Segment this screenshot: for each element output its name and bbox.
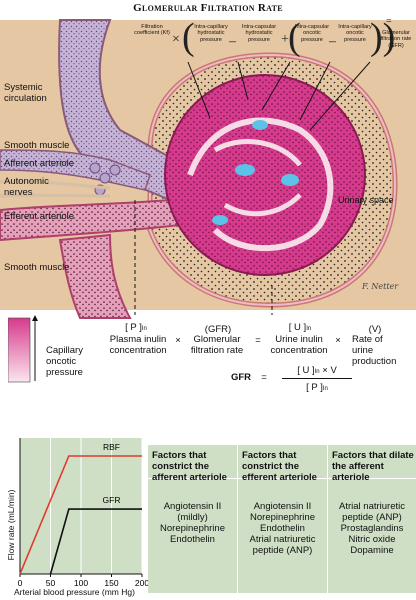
x-tick-label: 200 — [135, 578, 149, 588]
afferent-arteriole-label: Afferent arteriole — [4, 158, 75, 169]
table-column-afferent-constrict: Factors that constrict the afferent arte… — [148, 445, 238, 593]
oncotic-scale-bar — [8, 315, 38, 383]
x-tick-label: 50 — [46, 578, 56, 588]
chart-y-axis-label: Flow rate (mL/min) — [6, 489, 16, 561]
intracapsular-oncotic-label: Intra-capsular oncotic pressure — [294, 24, 330, 43]
intracapillary-oncotic-label: Intra-capillary oncotic pressure — [338, 24, 372, 43]
plus-sign: + — [281, 32, 289, 47]
oncotic-scale-label: Capillary oncotic pressure — [46, 345, 83, 378]
table-header: Factors that constrict the efferent arte… — [238, 445, 327, 483]
minus-sign: – — [229, 34, 236, 49]
chart-grid — [50, 438, 143, 574]
gfr-formula-label: GFR — [230, 372, 252, 383]
gfr-text: Glomerular filtration rate — [190, 334, 244, 356]
plasma-inulin-symbol: [ P ]In — [125, 322, 147, 333]
times-sign: × — [172, 32, 180, 47]
gfr-formula-denominator: [ P ]In — [306, 382, 328, 393]
intracapsular-hydrostatic-label: Intra-capsular hydrostatic pressure — [241, 24, 277, 43]
series-label-rbf: RBF — [103, 442, 120, 452]
systemic-circulation-label: Systemic circulation — [4, 82, 47, 104]
equals-sign: = — [386, 16, 392, 27]
factors-table: Factors that constrict the afferent arte… — [148, 445, 416, 593]
table-header: Factors that dilate the afferent arterio… — [328, 445, 416, 483]
flow-rate-chart: RBF GFR 0 50 100 150 200 — [18, 438, 149, 588]
plasma-inulin-text: Plasma inulin concentration — [109, 334, 167, 356]
bracket-close: )) — [370, 16, 396, 58]
gfr-formula-numerator: [ U ]In × V — [297, 365, 337, 376]
series-line-gfr — [49, 508, 142, 575]
x-tick-label: 150 — [104, 578, 118, 588]
fraction-bar — [282, 378, 352, 379]
x-tick-label: 100 — [74, 578, 88, 588]
gfr-formula-equals: = — [261, 372, 267, 383]
minus-sign-2: – — [329, 34, 336, 49]
v-symbol: (V) — [368, 324, 382, 335]
bracket-open-2: ( — [288, 16, 301, 58]
autonomic-nerves-label: Autonomic nerves — [4, 176, 49, 198]
chart-x-axis-label: Arterial blood pressure (mm Hg) — [14, 587, 135, 597]
gfr-symbol: (GFR) — [204, 324, 232, 335]
urinary-space-label: Urinary space — [338, 195, 394, 205]
smooth-muscle-bottom-label: Smooth muscle — [4, 262, 70, 273]
urine-inulin-text: Urine inulin concentration — [270, 334, 328, 356]
times-sign-2: × — [335, 335, 341, 346]
smooth-muscle-top-label: Smooth muscle — [4, 140, 70, 151]
glomerulus-illustration — [0, 19, 416, 319]
filtration-coefficient-label: Filtration coefficient (Kf) — [134, 24, 170, 37]
gfr-result-label: Glomerular filtration rate (GFR) — [380, 30, 412, 49]
v-text: Rate of urine production — [352, 334, 397, 367]
series-label-gfr: GFR — [103, 495, 121, 505]
efferent-arteriole-label: Efferent arteriole — [4, 211, 75, 222]
intracapillary-hydrostatic-label: Intra-capillary hydrostatic pressure — [194, 24, 228, 43]
times-sign-1: × — [175, 335, 181, 346]
artist-signature: F. Netter — [362, 282, 399, 291]
x-tick-label: 0 — [18, 578, 23, 588]
urine-inulin-symbol: [ U ]In — [288, 322, 312, 333]
page-title: Glomerular Filtration Rate — [133, 2, 283, 14]
table-header: Factors that constrict the afferent arte… — [148, 445, 237, 483]
table-column-efferent-constrict: Factors that constrict the efferent arte… — [238, 445, 328, 593]
table-column-afferent-dilate: Factors that dilate the afferent arterio… — [328, 445, 416, 593]
series-line-rbf — [19, 455, 142, 575]
bracket-open: ( — [182, 16, 195, 58]
equals-sign-1: = — [255, 335, 261, 346]
